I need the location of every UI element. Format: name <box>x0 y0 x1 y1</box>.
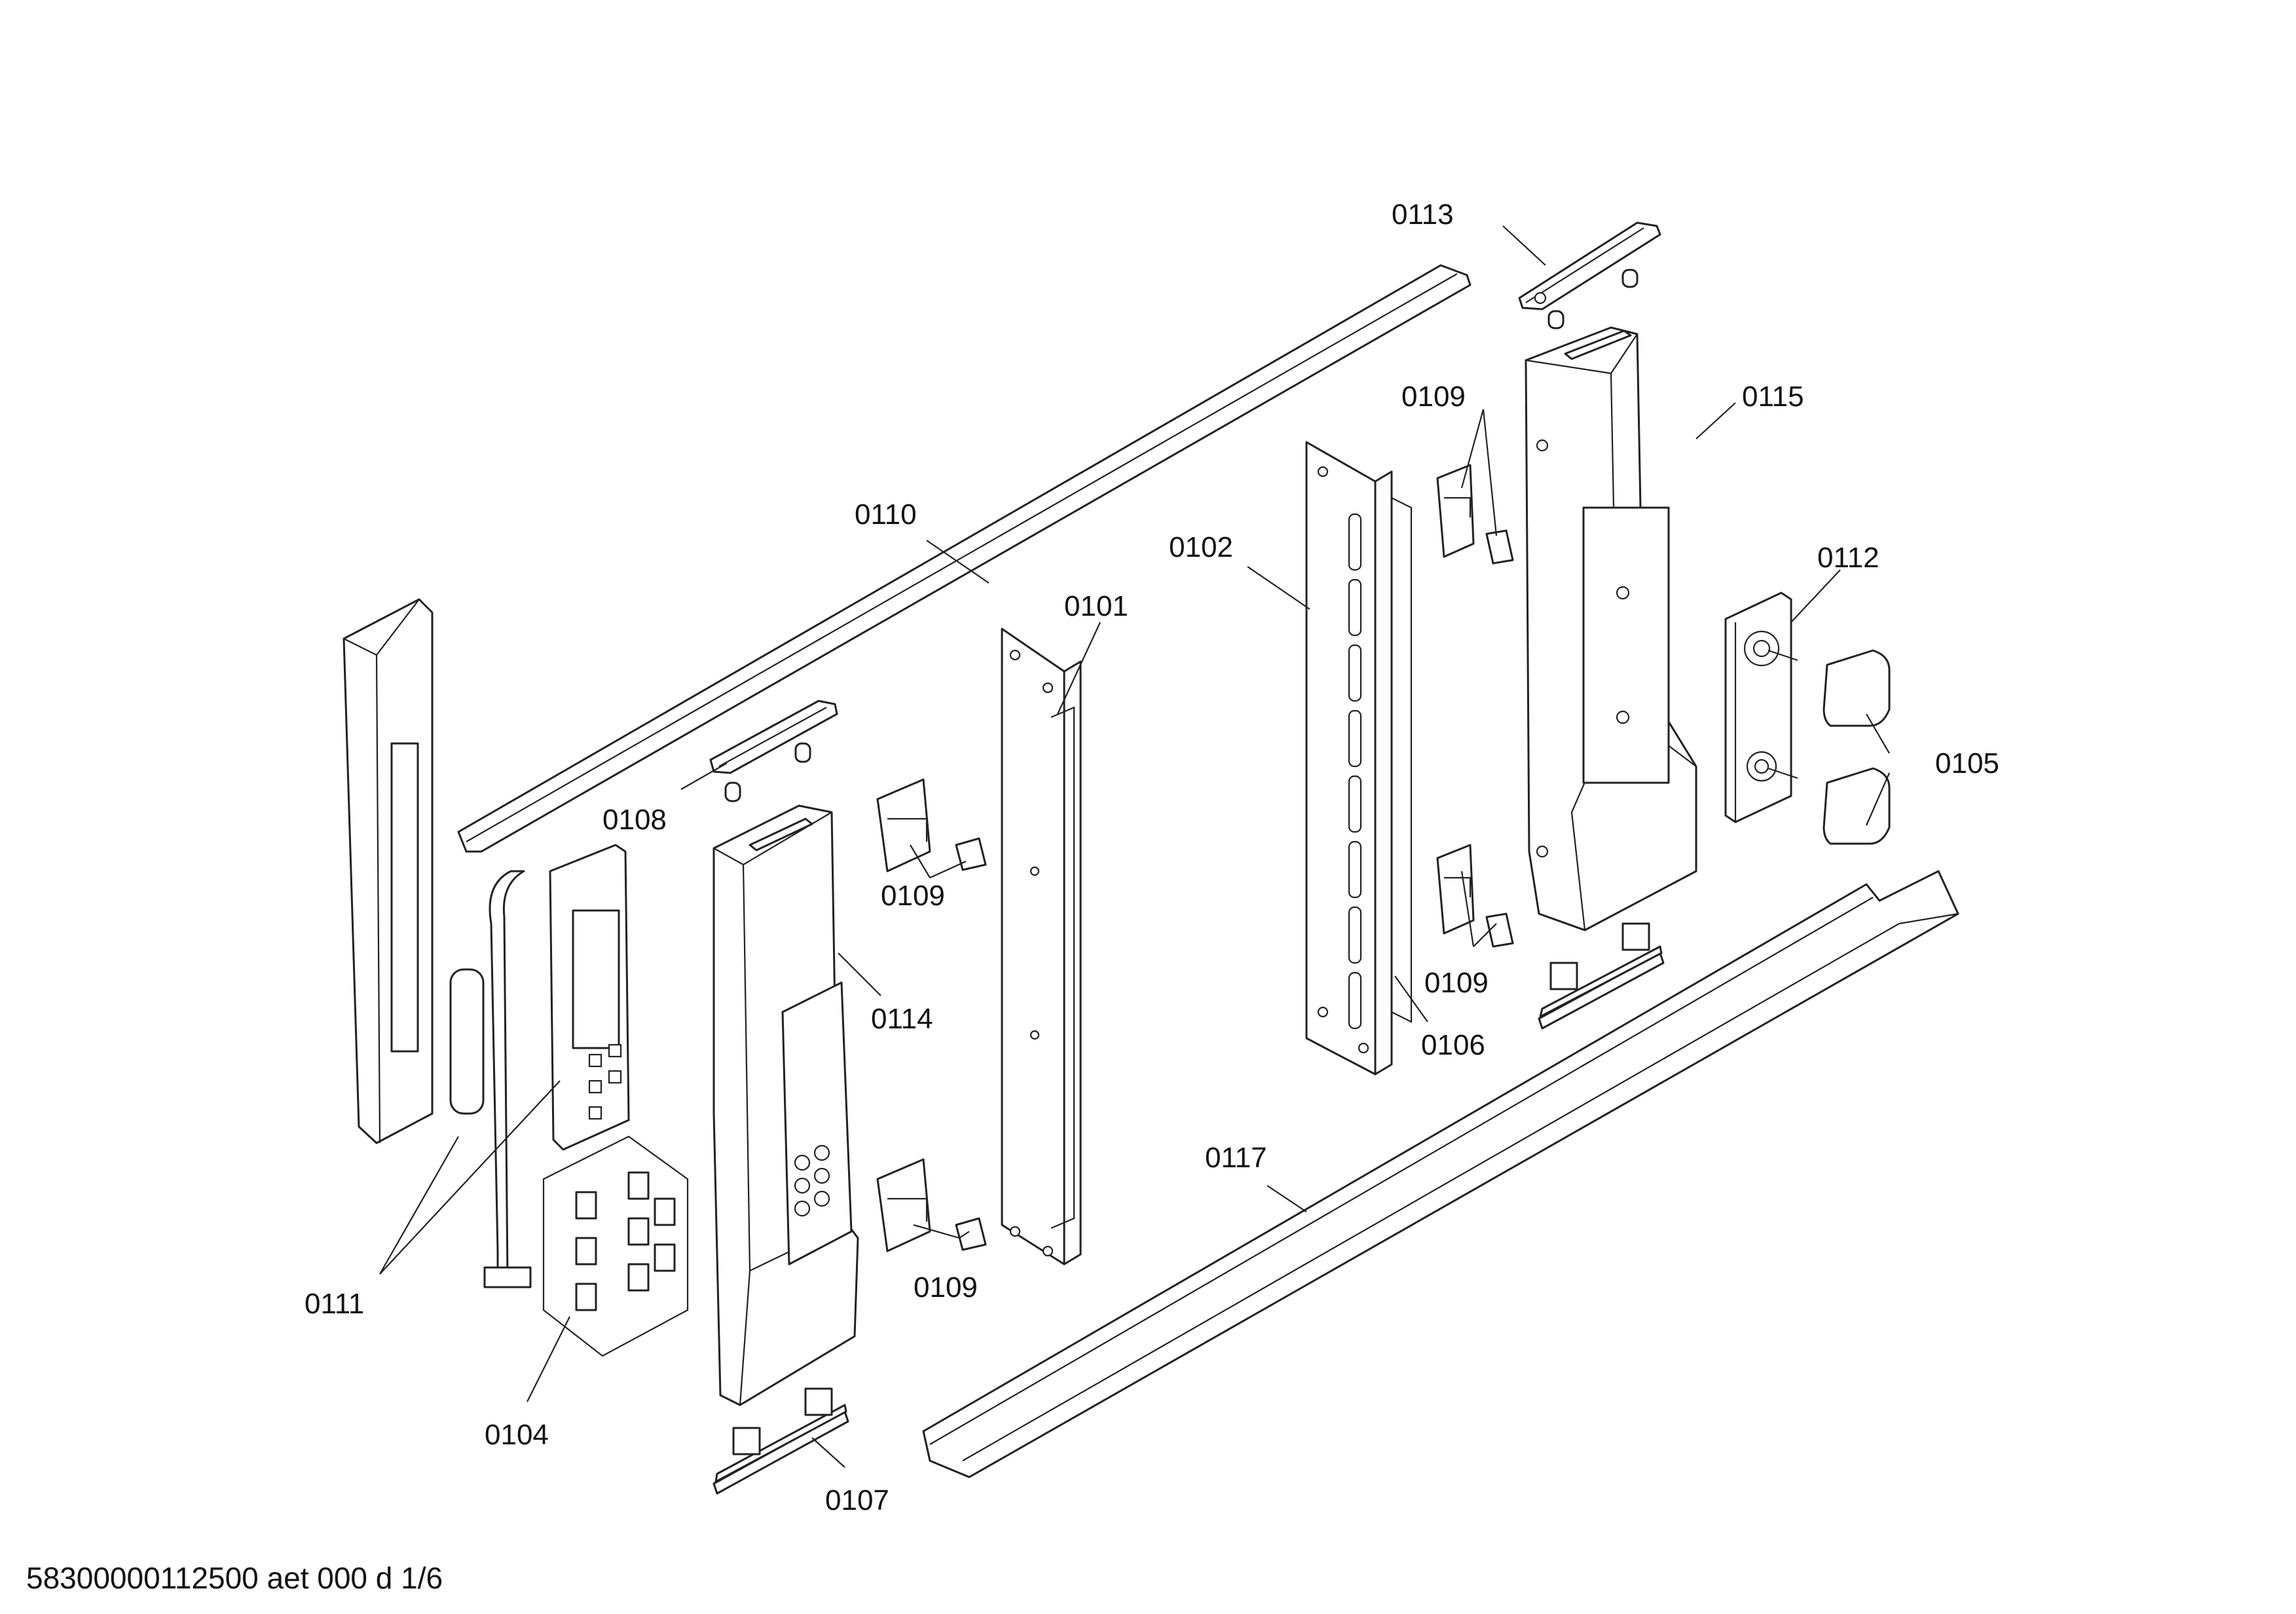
label-0104: 0104 <box>485 1419 549 1451</box>
label-0114: 0114 <box>871 1003 933 1035</box>
part-0101-center-rail <box>1001 628 1082 1266</box>
part-0111-ribbon-cable <box>449 870 532 1288</box>
leader-lines <box>379 225 1891 1468</box>
part-0106-right-bottom-bracket <box>1538 922 1665 1030</box>
label-0109-lower-center: 0109 <box>914 1271 978 1304</box>
label-0102: 0102 <box>1169 531 1233 563</box>
part-0117-bottom-rail <box>922 870 1959 1478</box>
label-0110: 0110 <box>855 498 917 531</box>
part-0109-clip-upper-right <box>1436 464 1514 565</box>
part-0112-knob-plate <box>1724 591 1798 823</box>
label-0109-upper-right: 0109 <box>1401 381 1466 413</box>
part-0105-knob-caps <box>1823 649 1891 845</box>
label-0107: 0107 <box>825 1484 889 1516</box>
document-reference-number: 58300000112500 aet 000 d 1/6 <box>26 1561 443 1595</box>
label-0106: 0106 <box>1421 1029 1485 1061</box>
part-0104-control-board <box>549 844 630 1151</box>
rail-slots <box>1348 513 1362 1030</box>
label-0105: 0105 <box>1935 747 1999 779</box>
part-0109-clip-lower-center <box>876 1158 987 1252</box>
label-0109-lower-right: 0109 <box>1424 967 1489 999</box>
part-0109-clip-upper-center <box>876 778 987 873</box>
label-0108: 0108 <box>602 804 667 836</box>
label-0115: 0115 <box>1742 381 1804 413</box>
part-0115-right-bezel <box>1525 326 1697 931</box>
part-0113-top-cap <box>1518 221 1661 329</box>
part-0102-right-rail-bracket <box>1305 441 1413 1076</box>
part-0107-bottom-bracket <box>713 1387 849 1495</box>
label-0101: 0101 <box>1064 590 1128 622</box>
label-0111: 0111 <box>305 1288 364 1320</box>
label-0112: 0112 <box>1817 542 1879 574</box>
part-0110-top-trim-strip <box>457 264 1472 853</box>
label-0117: 0117 <box>1205 1142 1267 1174</box>
label-0109-upper-center: 0109 <box>881 880 945 912</box>
label-0113: 0113 <box>1392 198 1454 231</box>
part-0111-left-side-panel <box>343 598 434 1144</box>
part-0108-small-trim <box>709 700 838 802</box>
part-0109-clip-lower-right <box>1436 844 1514 948</box>
part-0104-switch-set <box>542 1135 689 1357</box>
part-0114-left-bezel <box>713 804 859 1406</box>
